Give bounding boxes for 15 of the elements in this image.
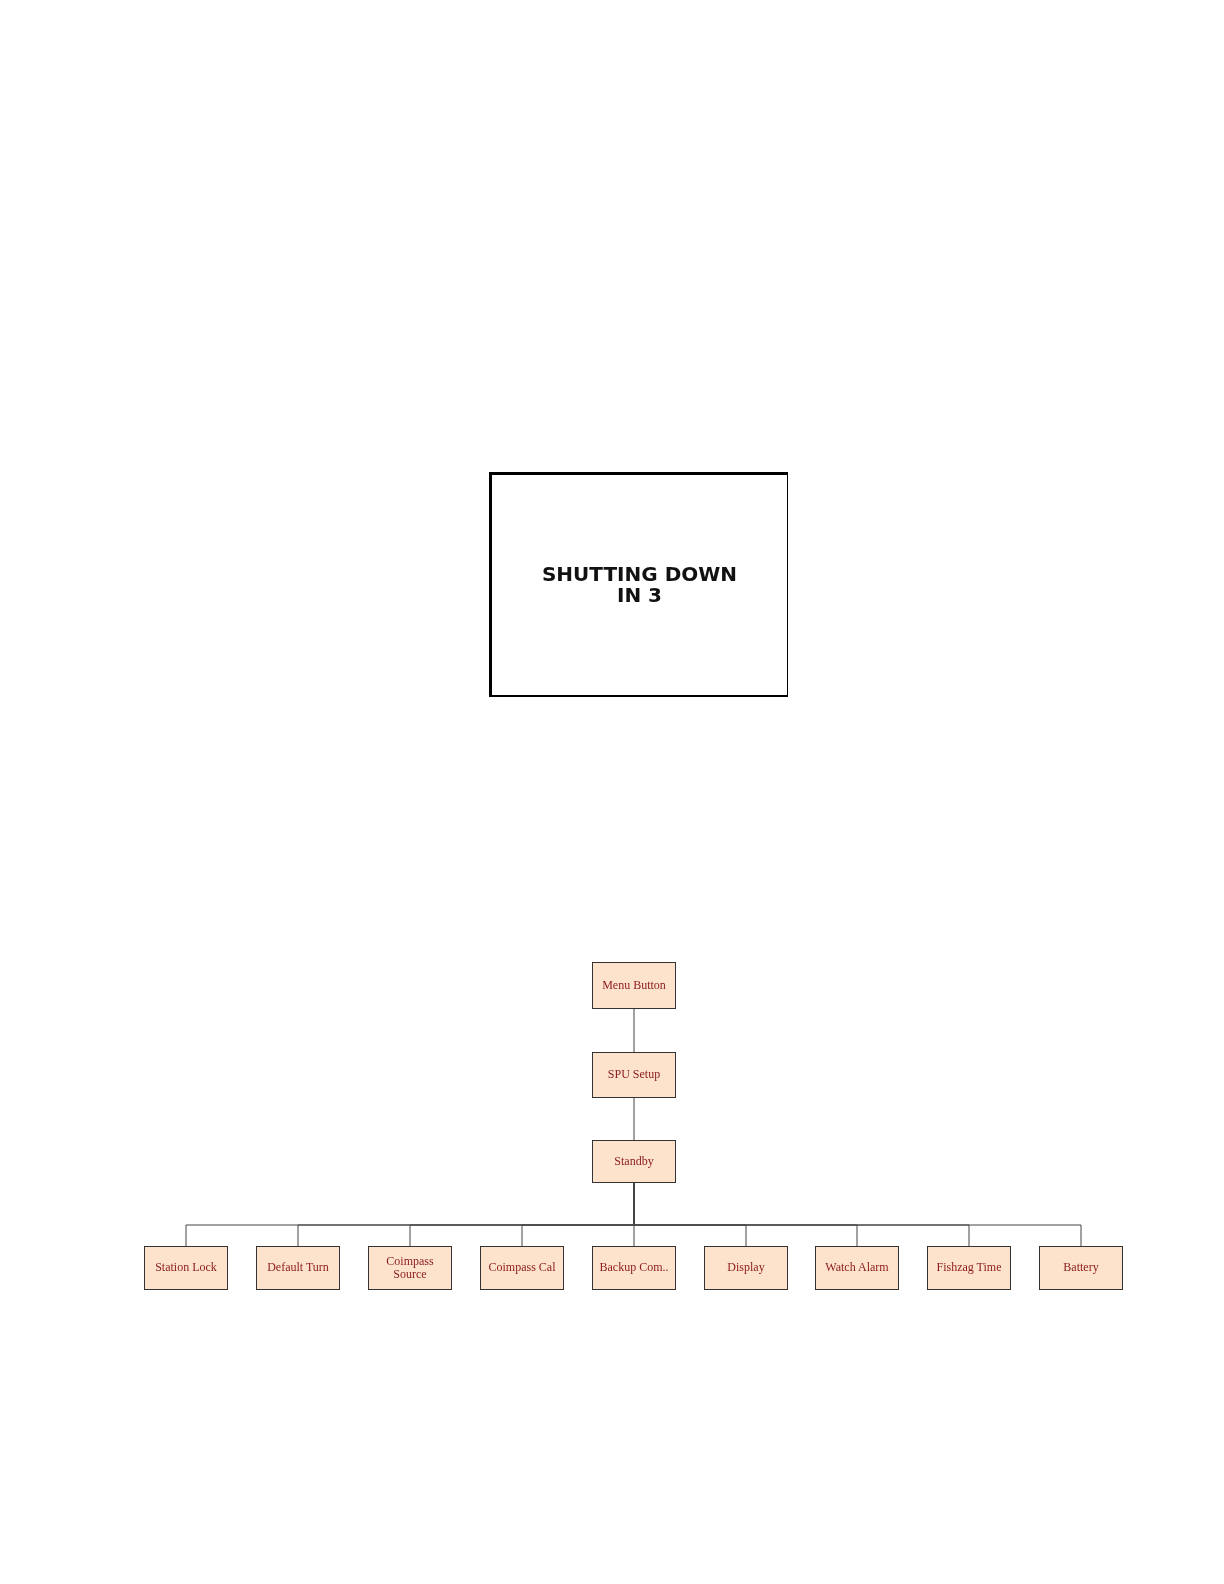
menu-box: Coimpass Cal [480, 1246, 564, 1290]
menu-box: Watch Alarm [815, 1246, 899, 1290]
menu-box: Menu Button [592, 962, 676, 1009]
connector-line [633, 1097, 635, 1141]
menu-box: Display [704, 1246, 788, 1290]
menu-box: Fishzag Time [927, 1246, 1011, 1290]
menu-box: SPU Setup [592, 1052, 676, 1098]
menu-box: Coimpass Source [368, 1246, 452, 1290]
connector-line [633, 1008, 635, 1053]
menu-box: Backup Com.. [592, 1246, 676, 1290]
menu-box: Default Turn [256, 1246, 340, 1290]
screen-display-box: SHUTTING DOWN IN 3 [489, 472, 788, 697]
menu-box: Station Lock [144, 1246, 228, 1290]
menu-box: Standby [592, 1140, 676, 1183]
menu-box: Battery [1039, 1246, 1123, 1290]
